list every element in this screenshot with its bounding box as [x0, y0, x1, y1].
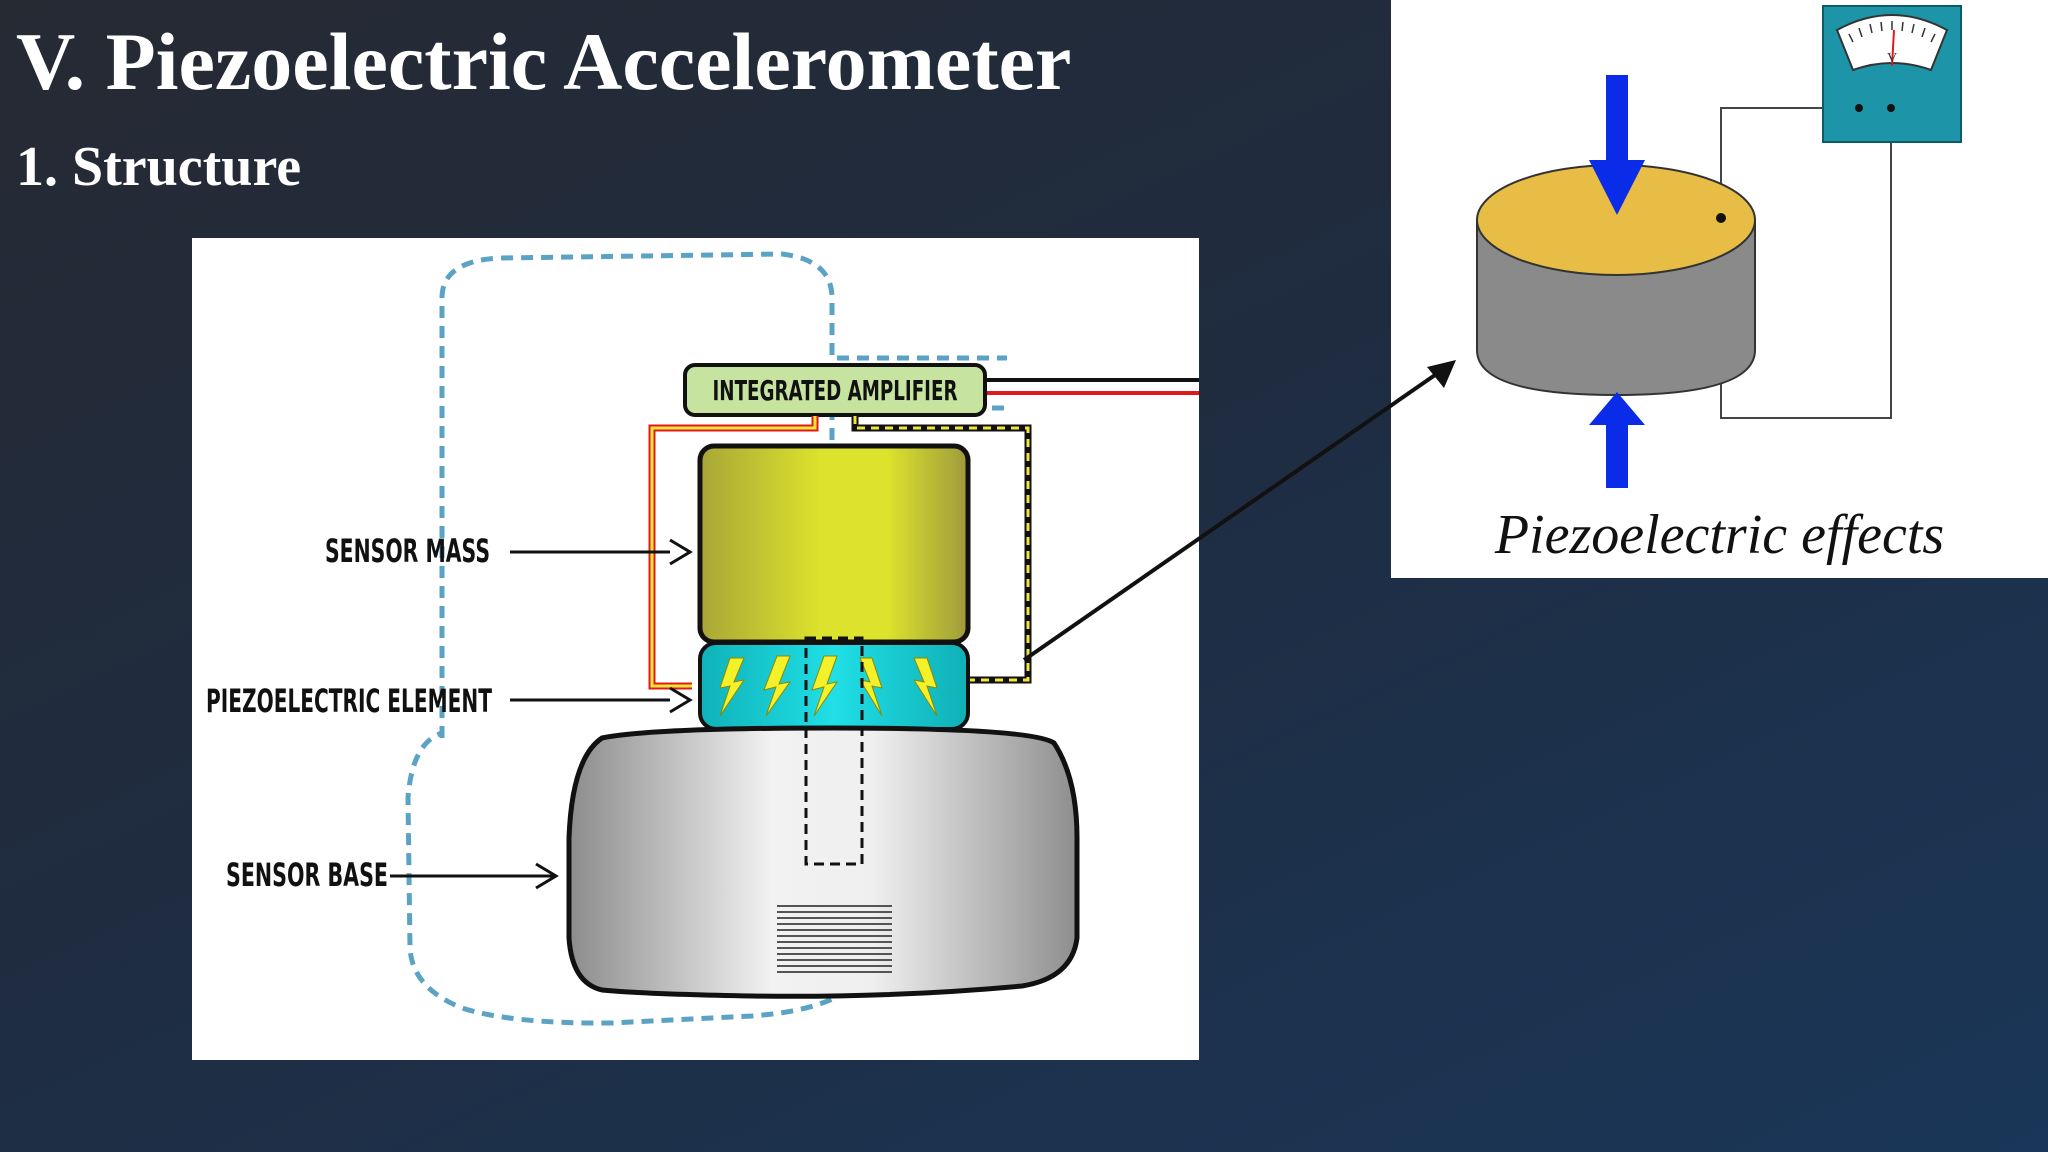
voltmeter-symbol: V — [1887, 51, 1897, 66]
integrated-amplifier — [683, 363, 987, 417]
sensor-mass — [697, 443, 971, 645]
accelerometer-structure-diagram: INTEGRATED AMPLIFIER — [192, 238, 1199, 1060]
piezoelectric-effects-caption: Piezoelectric effects — [1494, 504, 1945, 566]
sensor-mass-label: SENSOR MASS — [325, 532, 490, 570]
mounting-thread — [777, 905, 892, 973]
mounting-bolt-hole — [804, 636, 864, 866]
slide-title: V. Piezoelectric Accelerometer — [16, 16, 1072, 107]
amplifier-label: INTEGRATED AMPLIFIER — [713, 374, 958, 407]
piezoelectric-element-label: PIEZOELECTRIC ELEMENT — [206, 682, 492, 720]
piezoelectric-effect-diagram: V — [1391, 0, 2048, 578]
section-subtitle: 1. Structure — [16, 136, 302, 198]
sensor-base — [566, 725, 1080, 999]
sensor-base-label: SENSOR BASE — [226, 856, 388, 894]
compression-force-arrows — [1589, 75, 1645, 488]
lightning-bolt-icons — [719, 655, 938, 717]
